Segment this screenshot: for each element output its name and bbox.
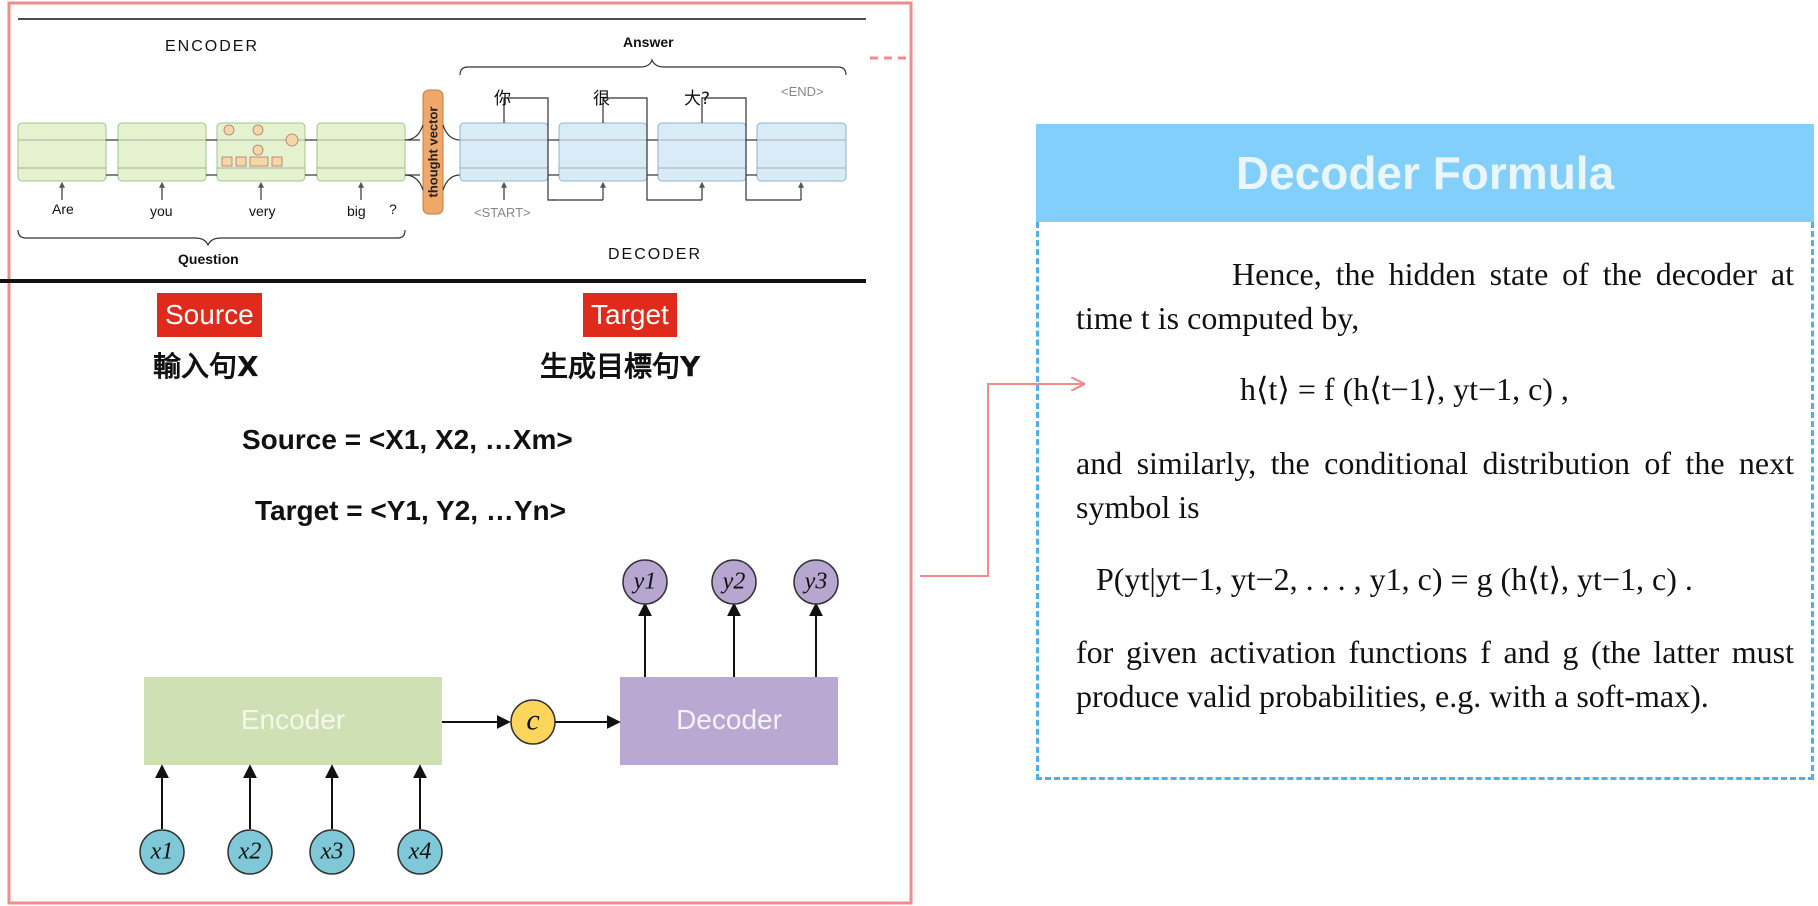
input-label: x4 — [408, 838, 432, 865]
input-word: you — [150, 203, 173, 219]
encoder-cell-4 — [316, 122, 406, 182]
thought-vector-bar — [422, 89, 444, 215]
decoder-cell-4 — [756, 122, 847, 182]
decoder-cell-3 — [657, 122, 747, 182]
input-word: ? — [389, 201, 397, 217]
target-equation: Target = <Y1, Y2, …Yn> — [255, 495, 566, 526]
input-label: x1 — [150, 838, 174, 865]
question-brace — [17, 229, 406, 247]
output-circle-y2 — [711, 559, 757, 605]
input-word: Are — [52, 201, 74, 217]
target-cjk-label: 生成目標句Y — [540, 350, 701, 383]
decoder-box — [620, 677, 838, 765]
input-label: x2 — [238, 838, 262, 865]
source-equation: Source = <X1, X2, …Xm> — [242, 424, 573, 455]
output-word: 你 — [494, 89, 511, 109]
answer-label: Answer — [623, 34, 674, 50]
input-circle-x3 — [309, 829, 355, 875]
source-tag: Source — [157, 293, 262, 337]
encoder-cells — [17, 122, 420, 182]
decoder-cells — [459, 97, 847, 201]
input-word: very — [249, 203, 276, 219]
input-circle-x1 — [139, 829, 185, 875]
input-word: big — [347, 203, 366, 219]
output-word: 大? — [684, 89, 711, 109]
formula-eq-2: P(yt|yt−1, yt−2, . . . , y1, c) = g (h⟨t… — [1096, 561, 1693, 597]
question-label: Question — [178, 251, 239, 267]
connector-arrow — [920, 384, 1082, 577]
output-label: y3 — [804, 568, 828, 595]
left-frame — [7, 1, 913, 905]
formula-panel-body — [1036, 222, 1814, 780]
encoder-cell-1 — [17, 122, 107, 182]
encoder-cell-2 — [117, 122, 207, 182]
output-label: y2 — [722, 568, 746, 595]
formula-para-1: Hence, the hidden state of the decoder a… — [1076, 256, 1794, 336]
formula-panel-title: Decoder Formula — [1036, 124, 1814, 222]
output-label: y1 — [633, 568, 657, 595]
target-tag: Target — [583, 293, 677, 337]
formula-para-2: and similarly, the conditional distribut… — [1076, 445, 1794, 525]
encoder-box — [144, 677, 442, 765]
encoder-box-label: Encoder — [240, 704, 346, 735]
encoder-title: ENCODER — [165, 38, 260, 55]
input-circle-x2 — [227, 829, 273, 875]
end-token: <END> — [781, 84, 824, 99]
answer-brace — [459, 58, 847, 76]
input-circle-x4 — [397, 829, 443, 875]
formula-para-3: for given activation functions f and g (… — [1076, 634, 1794, 714]
input-label: x3 — [320, 838, 344, 865]
seq2seq-diagram — [139, 559, 839, 875]
decoder-title: DECODER — [608, 246, 703, 263]
thought-vector-label: thought vector — [425, 106, 441, 198]
lstm-detail-gates — [221, 124, 299, 167]
source-cjk-label: 輸入句X — [153, 350, 259, 383]
output-circle-y3 — [793, 559, 839, 605]
output-circle-y1 — [622, 559, 668, 605]
encoder-input-arrows — [59, 181, 364, 200]
decoder-cell-1 — [459, 122, 549, 182]
output-word: 很 — [593, 89, 610, 109]
formula-eq-1: h⟨t⟩ = f (h⟨t−1⟩, yt−1, c) , — [1240, 371, 1569, 407]
start-token: <START> — [474, 205, 531, 220]
context-label: c — [526, 703, 540, 737]
decoder-box-label: Decoder — [676, 704, 782, 735]
decoder-cell-2 — [558, 122, 648, 182]
